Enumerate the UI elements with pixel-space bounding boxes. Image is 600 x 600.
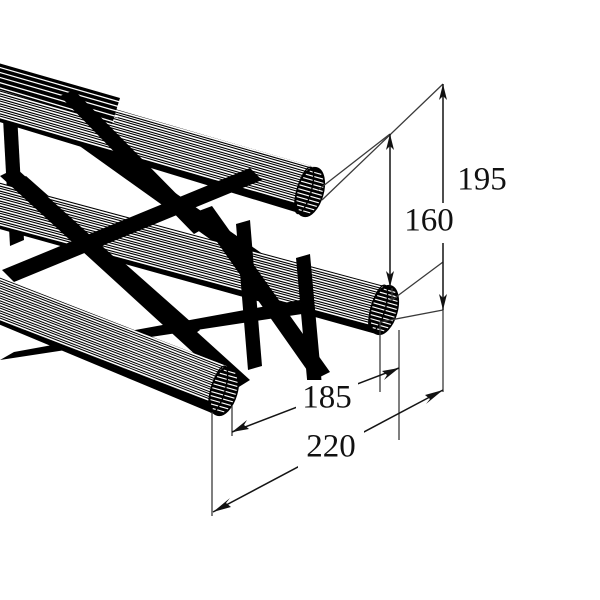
truss-chord-bottom (0, 263, 232, 414)
dimension-195: 195 (439, 84, 513, 310)
extension-lines-top-cap (317, 83, 444, 201)
middle-chord-hatching (0, 173, 392, 333)
extension-lines-middle-cap (379, 261, 444, 440)
extension-lines-bottom-cap (211, 406, 233, 516)
dimension-label-185: 185 (302, 380, 352, 416)
dimension-annotations: 195 160 185 (211, 83, 513, 516)
dimension-label-195: 195 (457, 162, 507, 198)
dimension-160: 160 (386, 134, 460, 287)
dimension-label-220: 220 (306, 429, 356, 465)
tube-end-cap-top (294, 166, 326, 218)
dimension-label-160: 160 (404, 203, 454, 239)
truss-structure (0, 63, 400, 417)
dimension-185: 185 (231, 367, 400, 433)
dimension-220: 220 (212, 389, 444, 513)
bottom-chord-hatching (0, 263, 232, 413)
truss-chord-middle (0, 173, 392, 334)
